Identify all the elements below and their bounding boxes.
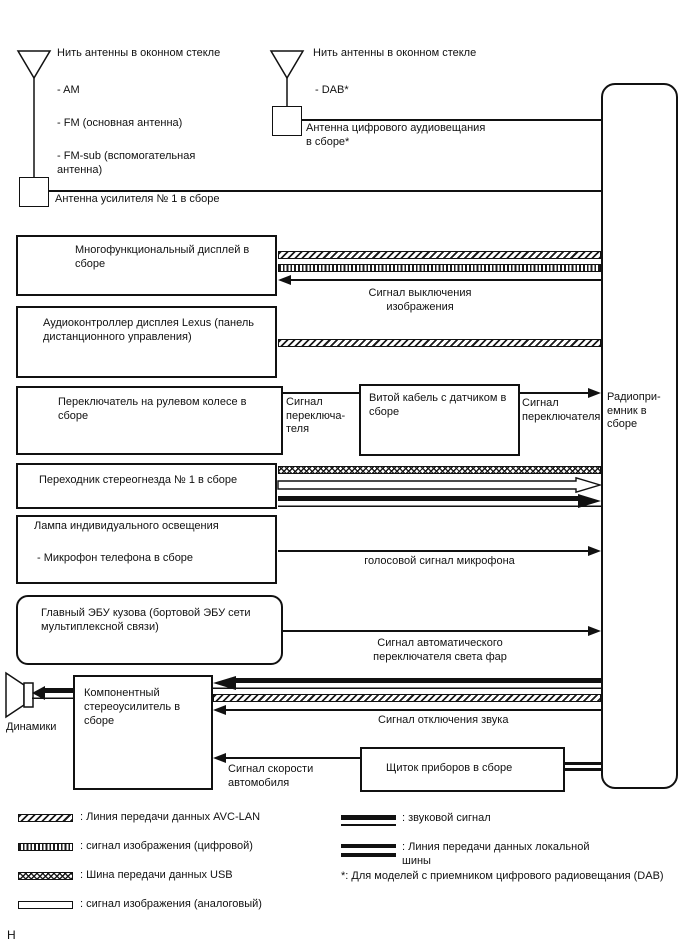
audio-arrow-right xyxy=(278,494,601,508)
speakers-label: Динамики xyxy=(6,721,57,733)
antenna2-band-dab: - DAB* xyxy=(315,84,349,96)
dab-footnote: *: Для моделей с приемником цифрового ра… xyxy=(341,870,664,882)
speaker-audio-arrow xyxy=(32,686,73,700)
legend-audio-label: : звуковой сигнал xyxy=(402,812,491,824)
legend-local-bus-label: : Линия передачи данных локальной шины xyxy=(402,841,590,867)
main-ecu-box: Главный ЭБУ кузова (бортовой ЭБУ сети му… xyxy=(16,595,283,665)
usb-line xyxy=(278,466,601,474)
avclan-line xyxy=(278,251,601,259)
dab-antenna-box xyxy=(272,106,302,136)
antenna2-wire xyxy=(302,119,601,121)
switch-signal-line xyxy=(283,392,359,394)
antenna1-window-note: Нить антенны в оконном стекле xyxy=(57,47,221,59)
arrow-left xyxy=(213,753,226,763)
legend-analog-video-label: : сигнал изображения (аналоговый) xyxy=(80,898,262,910)
avclan-line xyxy=(213,694,601,702)
speed-signal-label: Сигнал скорости автомобиля xyxy=(228,763,314,789)
image-off-label: Сигнал выключения изображения xyxy=(368,287,472,313)
multifunction-display-label: Многофункциональный дисплей в сборе xyxy=(75,244,250,270)
antenna1-label: Антенна усилителя № 1 в сборе xyxy=(55,193,220,205)
antenna1-band-fmsub: - FM-sub (вспомогательная антенна) xyxy=(57,150,196,176)
local-bus-line xyxy=(565,768,601,771)
legend-audio-swatch-thin xyxy=(341,824,396,826)
mic-voice-label: голосовой сигнал микрофона xyxy=(364,555,515,567)
speaker-icon xyxy=(5,671,34,719)
arrow-right xyxy=(588,626,601,636)
steering-switch-box: Переключатель на рулевом колесе в сборе xyxy=(16,386,283,455)
audio-arrow-left xyxy=(213,676,601,690)
analog-video-arrow xyxy=(277,476,603,494)
image-off-line xyxy=(290,279,601,281)
amplifier-box: Компонентный стереоусилитель в сборе xyxy=(73,675,213,790)
legend-local-bus-swatch xyxy=(341,844,396,848)
legend-avclan-swatch xyxy=(18,814,73,822)
mic-voice-line xyxy=(278,550,588,552)
stereo-jack-box: Переходник стереогнезда № 1 в сборе xyxy=(16,463,277,509)
antenna2-label: Антенна цифрового аудиовещания в сборе* xyxy=(306,122,486,148)
legend-analog-video-swatch xyxy=(18,901,73,909)
steering-switch-label: Переключатель на рулевом колесе в сборе xyxy=(58,396,247,422)
arrow-right xyxy=(588,388,601,398)
audio-controller-box: Аудиоконтроллер дисплея Lexus (панель ди… xyxy=(16,306,277,378)
spiral-cable-label: Витой кабель с датчиком в сборе xyxy=(369,392,507,418)
mute-signal-label: Сигнал отключения звука xyxy=(378,714,509,726)
legend-digital-video-swatch xyxy=(18,843,73,851)
headlight-signal-label: Сигнал автоматического переключателя све… xyxy=(373,637,507,663)
lamp-mic-box xyxy=(16,515,277,584)
local-bus-line xyxy=(565,762,601,765)
spiral-cable-box: Витой кабель с датчиком в сборе xyxy=(359,384,520,456)
radio-receiver-label: Радиопри-емник в сборе xyxy=(607,391,661,430)
instrument-cluster-box: Щиток приборов в сборе xyxy=(360,747,565,792)
radio-receiver-box xyxy=(601,83,678,789)
antenna1-wire xyxy=(49,190,601,192)
antenna1-band-fm: - FM (основная антенна) xyxy=(57,117,183,129)
legend-local-bus-swatch xyxy=(341,853,396,857)
antenna1-band-am: - AM xyxy=(57,84,80,96)
headlight-signal-line xyxy=(283,630,588,632)
avclan-line xyxy=(278,339,601,347)
legend-usb-label: : Шина передачи данных USB xyxy=(80,869,233,881)
arrow-right xyxy=(588,546,601,556)
page-mark: Н xyxy=(7,928,16,942)
legend-digital-video-label: : сигнал изображения (цифровой) xyxy=(80,840,253,852)
antenna-icon xyxy=(269,50,305,109)
arrow-left xyxy=(278,275,291,285)
antenna-icon xyxy=(16,50,52,179)
microphone-label: - Микрофон телефона в сборе xyxy=(37,552,194,564)
switch-signal-left-label: Сигнал переключа-теля xyxy=(286,396,346,435)
antenna-amplifier-box xyxy=(19,177,49,207)
legend-avclan-label: : Линия передачи данных AVC-LAN xyxy=(80,811,261,823)
mute-signal-line xyxy=(226,709,601,711)
stereo-jack-label: Переходник стереогнезда № 1 в сборе xyxy=(39,474,238,486)
digital-video-line xyxy=(278,264,601,272)
audio-controller-label: Аудиоконтроллер дисплея Lexus (панель ди… xyxy=(43,317,255,343)
main-ecu-label: Главный ЭБУ кузова (бортовой ЭБУ сети му… xyxy=(41,607,251,633)
antenna2-window-note: Нить антенны в оконном стекле xyxy=(313,47,477,59)
multifunction-display-box: Многофункциональный дисплей в сборе xyxy=(16,235,277,296)
arrow-left xyxy=(213,705,226,715)
switch-signal-line2 xyxy=(520,392,588,394)
amplifier-label: Компонентный стереоусилитель в сборе xyxy=(84,687,181,727)
speed-signal-line xyxy=(226,757,360,759)
switch-signal-right-label: Сигнал переключателя xyxy=(522,397,601,423)
legend-audio-swatch xyxy=(341,815,396,820)
lamp-label: Лампа индивидуального освещения xyxy=(34,520,219,532)
instrument-cluster-label: Щиток приборов в сборе xyxy=(386,762,513,774)
legend-usb-swatch xyxy=(18,872,73,880)
